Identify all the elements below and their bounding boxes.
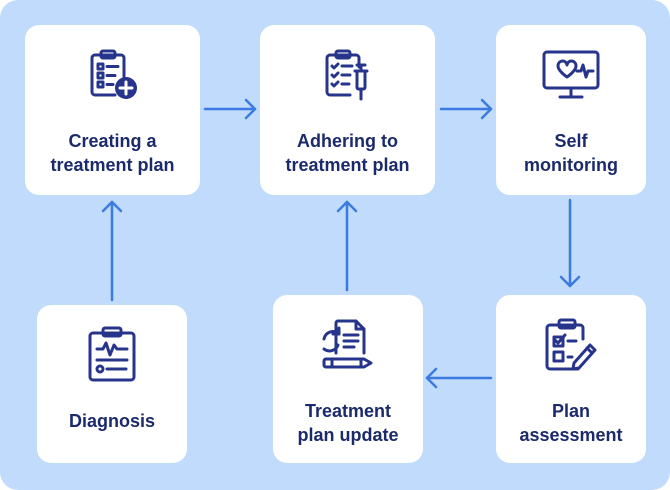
clipboard-plus-icon <box>90 49 137 99</box>
arrow-adhering-to-self <box>439 98 493 120</box>
arrow-self-to-assessment <box>559 198 581 288</box>
heart-monitor-icon <box>542 50 600 99</box>
node-label: Diagnosis <box>68 411 156 431</box>
clipboard-syringe-icon <box>325 49 368 101</box>
document-refresh-pencil-icon <box>322 319 373 369</box>
arrow-diagnosis-to-creating <box>101 200 123 302</box>
clipboard-pulse-icon <box>88 326 136 382</box>
arrow-assessment-to-update <box>425 367 493 389</box>
node-diagnosis: Diagnosis <box>37 305 187 463</box>
arrow-creating-to-adhering <box>203 98 257 120</box>
checklist-pencil-icon <box>545 318 597 371</box>
arrow-update-to-adhering <box>336 200 358 292</box>
